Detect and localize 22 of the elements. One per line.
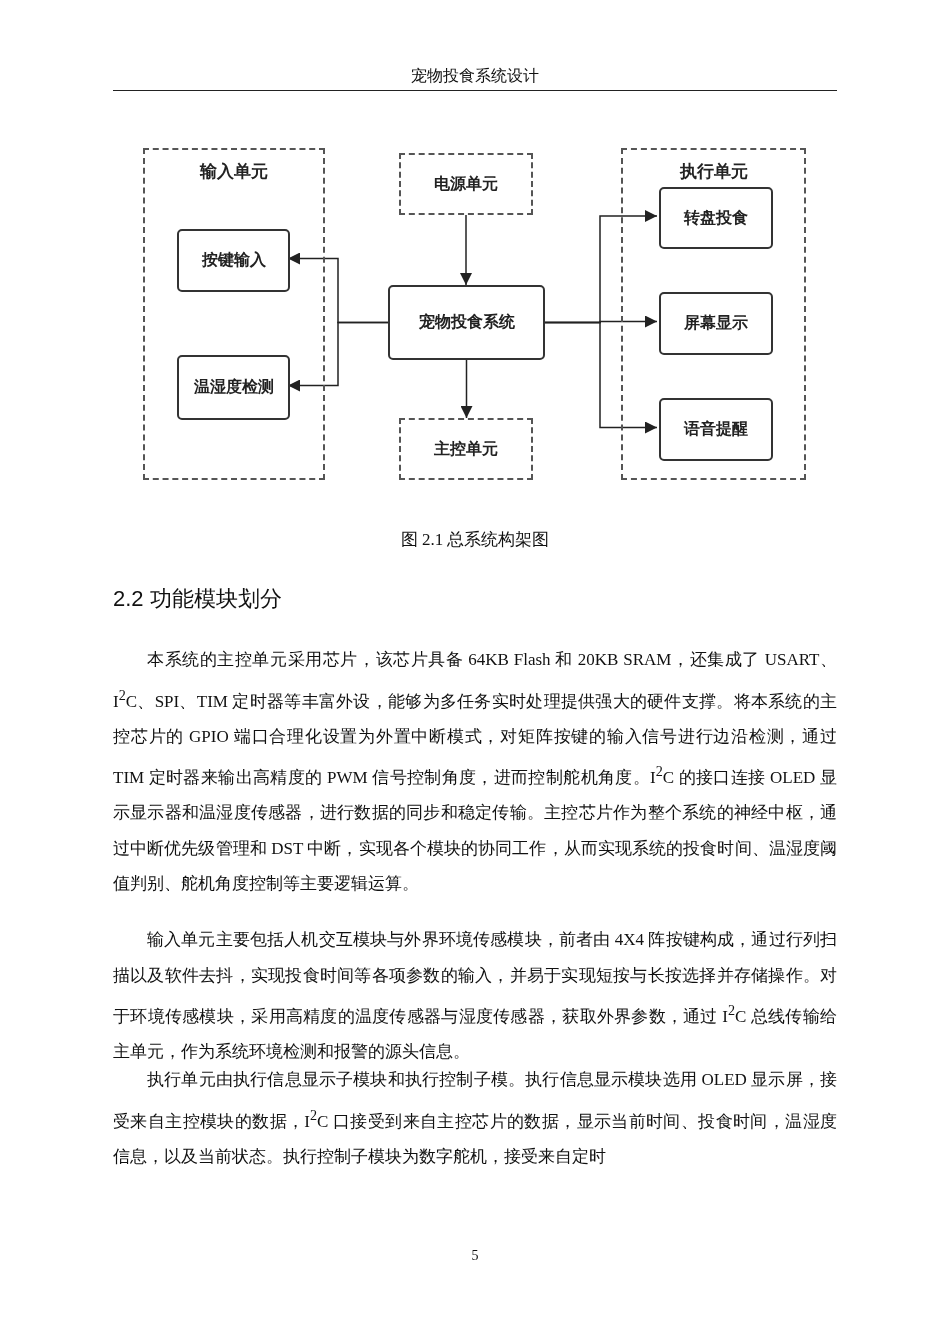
arrow (544, 321, 658, 434)
page-number: 5 (470, 1248, 480, 1264)
group-heading: 执行单元 (679, 160, 748, 183)
body-paragraph: 执行单元由执行信息显示子模块和执行控制子模。执行信息显示模块选用 OLED 显示屏，接受来自主控模块的数据，I$^{2}$C 口接受到来自主控芯片的数据，显示当前时间、投食时间，温湿度信息，以及当前状态。执行控制子模块为数字舵机，接受来自定时 (113, 1069, 837, 1168)
process-box: 温湿度检测 (177, 355, 290, 420)
process-box: 宠物投食系统 (388, 285, 545, 360)
arrow (460, 359, 473, 419)
process-box: 屏幕显示 (659, 292, 773, 355)
unit-group-box (621, 148, 806, 480)
process-box: 按键输入 (177, 229, 290, 292)
process-box: 转盘投食 (659, 187, 773, 249)
section-heading: 2.2 功能模块划分 (113, 585, 282, 613)
arrow (460, 214, 472, 286)
body-paragraph: 输入单元主要包括人机交互模块与外界环境传感模块，前者由 4X4 阵按键构成，通过行列扫描以及软件去抖，实现投食时间等各项参数的输入，并易于实现短按与长按选择并存储操作。对于环境传感模块，采用高精度的温度传感器与湿度传感器，获取外界参数，通过 I$^{2}$C 总线传输给主单元，作为系统环境检测和报警的源头信息。 (113, 929, 837, 1064)
process-box: 电源单元 (399, 153, 533, 215)
process-box: 主控单元 (399, 418, 533, 480)
unit-group-box (143, 148, 325, 480)
page-header: 宠物投食系统设计 (410, 66, 540, 86)
body-paragraph: 本系统的主控单元采用芯片，该芯片具备 64KB Flash 和 20KB SRAM，还集成了 USART、I$^{2}$C、SPI、TIM 定时器等丰富外设，能够为多任务实时处理提供强大的硬件支撑。将本系统的主控芯片的 GPIO 端口合理化设置为外置中断模式，对矩阵按键的输入信号进行边沿检测，通过 TIM 定时器来输出高精度的 PWM 信号控制角度，进而控制舵机角度。I$^{2}$C 的接口连接 OLED 显示显示器和温湿度传感器，进行数据的同步和稳定传输。主控芯片作为整个系统的神经中枢，通过中断优先级管理和 DST 中断，实现各个模块的协同工作，从而实现系统的投食时间、温湿度阈值判别、舵机角度控制等主要逻辑运算。 (113, 649, 837, 896)
group-heading: 输入单元 (200, 160, 268, 183)
process-box: 语音提醒 (659, 398, 773, 461)
figure-caption: 图 2.1 总系统构架图 (399, 529, 551, 551)
